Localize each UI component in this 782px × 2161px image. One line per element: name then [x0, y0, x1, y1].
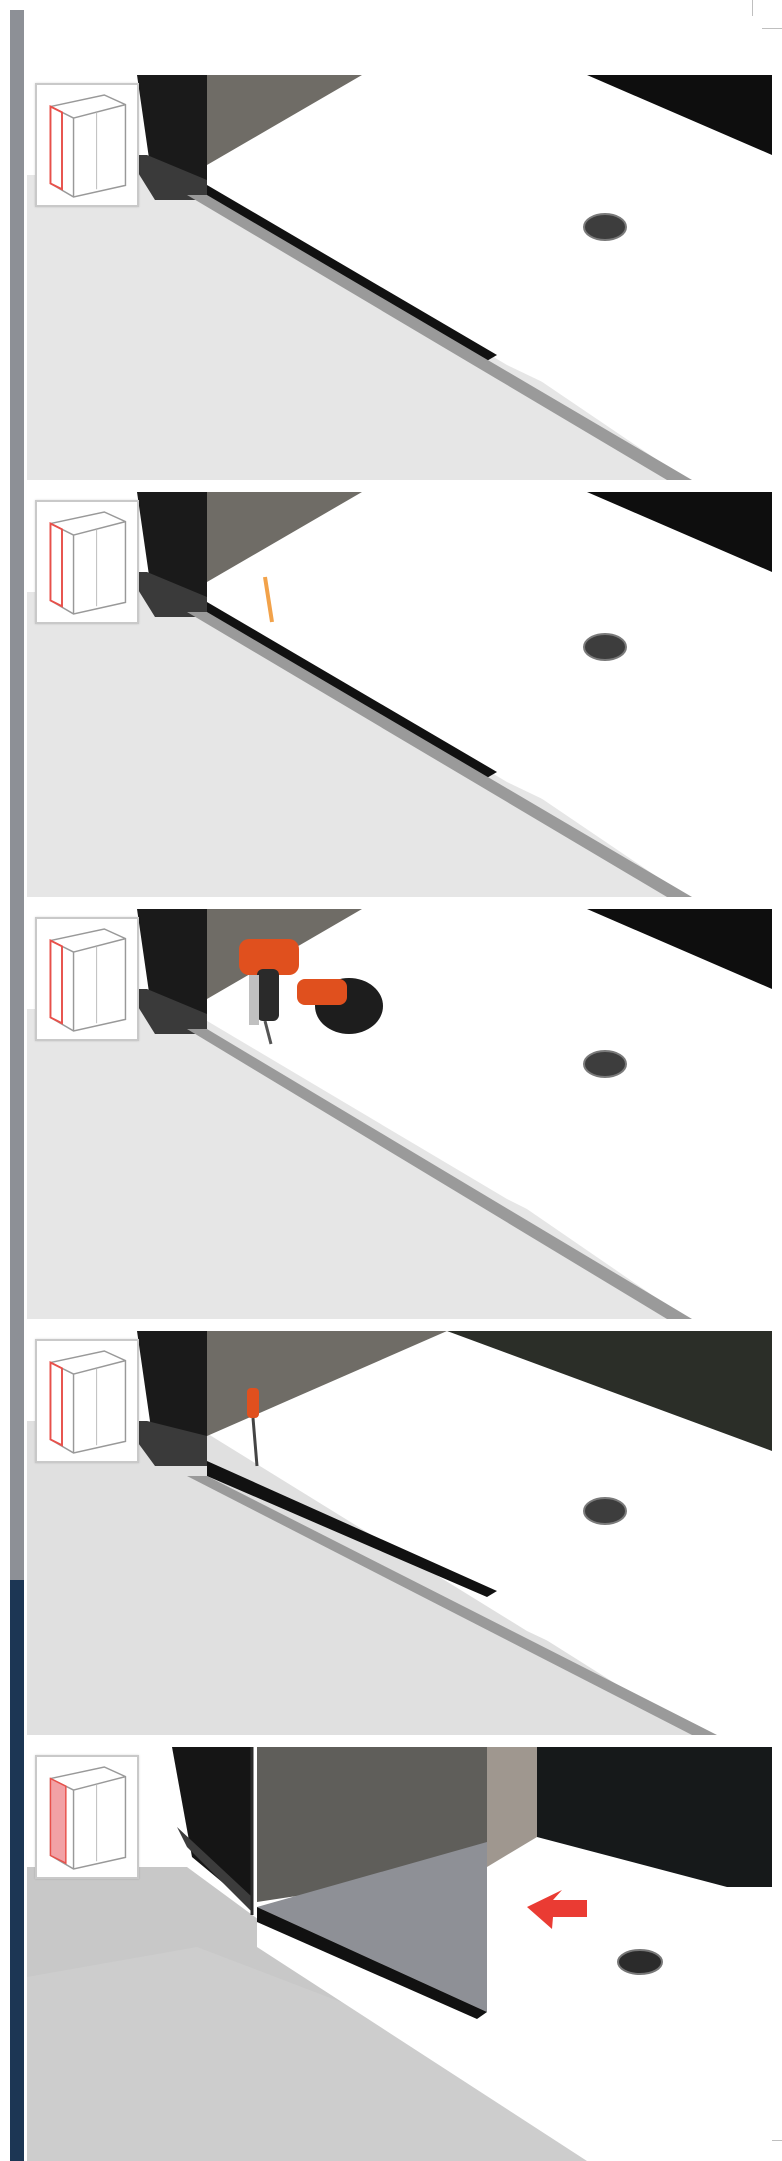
crop-mark-top: [752, 0, 753, 16]
crop-mark-top-h: [762, 28, 782, 29]
shower-enclosure-thumbnail-icon: [35, 1339, 139, 1463]
step-3-illustration: [27, 909, 772, 1319]
step-4-illustration: [27, 1331, 772, 1735]
shower-enclosure-thumbnail-icon: [35, 1755, 139, 1879]
step-1-illustration: [27, 75, 772, 480]
shower-enclosure-thumbnail-icon: [35, 917, 139, 1041]
shower-enclosure-thumbnail-icon: [35, 500, 139, 624]
side-bar-navy: [10, 1580, 24, 2161]
side-bar-grey: [10, 10, 24, 1580]
step-5-illustration: [27, 1747, 772, 2161]
step-2-illustration: [27, 492, 772, 897]
shower-enclosure-thumbnail-icon: [35, 83, 139, 207]
